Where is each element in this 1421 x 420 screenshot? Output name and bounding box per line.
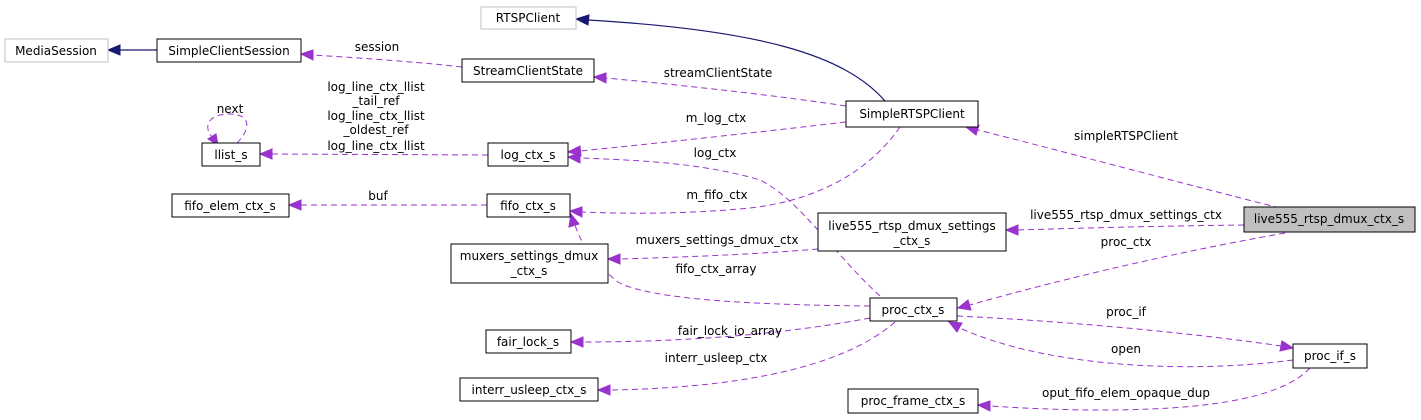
edge-proc-if xyxy=(956,315,1295,352)
edge-live555-settings xyxy=(1004,224,1245,236)
edge-proc-ctx xyxy=(956,232,1286,311)
node-simplertspclient[interactable]: SimpleRTSPClient xyxy=(845,100,979,128)
label-interr-usleep: interr_usleep_ctx xyxy=(665,351,768,365)
edge-muxers-settings xyxy=(606,248,819,265)
edge-streamclientstate xyxy=(592,72,847,107)
node-proc-ctx-s[interactable]: proc_ctx_s xyxy=(869,297,958,322)
label-muxers-settings: muxers_settings_dmux_ctx xyxy=(636,233,799,247)
edge-buf xyxy=(287,199,487,211)
node-live555-settings-line2: _ctx_s xyxy=(893,234,931,248)
node-rtspclient[interactable]: RTSPClient xyxy=(480,6,577,30)
node-llist-s[interactable]: llist_s xyxy=(201,142,261,167)
node-llist-s-label: llist_s xyxy=(214,148,247,162)
node-muxers-settings-line2: _ctx_s xyxy=(510,264,548,278)
edge-interr-usleep xyxy=(596,321,896,396)
node-simplertspclient-label: SimpleRTSPClient xyxy=(859,107,965,121)
label-fair-lock: fair_lock_io_array xyxy=(678,324,782,338)
node-muxers-settings-line1: muxers_settings_dmux xyxy=(460,249,598,263)
node-simpleclientsession[interactable]: SimpleClientSession xyxy=(156,38,302,63)
node-fair-lock-s-label: fair_lock_s xyxy=(497,335,559,349)
label-simplertspclient: simpleRTSPClient xyxy=(1074,129,1178,143)
node-proc-frame-ctx-s-label: proc_frame_ctx_s xyxy=(861,394,965,408)
label-llist-4: _oldest_ref xyxy=(343,123,410,137)
label-next: next xyxy=(217,102,244,116)
edge-next xyxy=(207,113,248,146)
label-proc-ctx: proc_ctx xyxy=(1101,235,1152,249)
edge-fair-lock xyxy=(569,317,871,348)
edge-log-ctx xyxy=(566,152,881,297)
edge-oput-fifo xyxy=(976,367,1311,412)
edge-llist-refs xyxy=(258,148,489,160)
edge-inherit-mediasession xyxy=(106,44,157,56)
node-mediasession-label: MediaSession xyxy=(15,44,97,58)
node-live555-settings-line1: live555_rtsp_dmux_settings xyxy=(828,219,995,233)
label-llist-2: _tail_ref xyxy=(351,94,400,108)
label-llist-3: log_line_ctx_llist xyxy=(327,109,425,123)
label-open: open xyxy=(1111,342,1141,356)
label-log-ctx: log_ctx xyxy=(694,146,737,160)
label-oput-fifo: oput_fifo_elem_opaque_dup xyxy=(1042,386,1210,400)
label-proc-if: proc_if xyxy=(1106,305,1147,319)
node-proc-if-s-label: proc_if_s xyxy=(1304,349,1356,363)
edge-open xyxy=(947,321,1294,368)
node-proc-ctx-s-label: proc_ctx_s xyxy=(882,303,945,317)
edge-session xyxy=(299,49,463,68)
label-m-log-ctx: m_log_ctx xyxy=(686,111,746,125)
node-streamclientstate-label: StreamClientState xyxy=(473,64,583,78)
label-m-fifo-ctx: m_fifo_ctx xyxy=(686,188,747,202)
node-fifo-elem-ctx-s-label: fifo_elem_ctx_s xyxy=(184,199,276,213)
label-live555-settings: live555_rtsp_dmux_settings_ctx xyxy=(1030,208,1222,222)
node-streamclientstate[interactable]: StreamClientState xyxy=(461,58,595,83)
node-live555-dmux-ctx-label: live555_rtsp_dmux_ctx_s xyxy=(1254,212,1404,226)
node-rtspclient-label: RTSPClient xyxy=(496,11,561,25)
node-log-ctx-s[interactable]: log_ctx_s xyxy=(487,142,569,167)
node-proc-if-s[interactable]: proc_if_s xyxy=(1292,343,1368,369)
label-llist-1: log_line_ctx_llist xyxy=(327,80,425,94)
label-llist-5: log_line_ctx_llist xyxy=(327,139,425,153)
label-fifo-ctx-array: fifo_ctx_array xyxy=(676,262,757,276)
node-proc-frame-ctx-s[interactable]: proc_frame_ctx_s xyxy=(847,388,979,414)
node-live555-settings[interactable]: live555_rtsp_dmux_settings _ctx_s xyxy=(817,212,1007,252)
node-live555-dmux-ctx[interactable]: live555_rtsp_dmux_ctx_s xyxy=(1243,206,1416,233)
label-session: session xyxy=(355,40,399,54)
node-interr-usleep-ctx-s-label: interr_usleep_ctx_s xyxy=(472,383,587,397)
node-fifo-elem-ctx-s[interactable]: fifo_elem_ctx_s xyxy=(171,193,290,218)
node-fifo-ctx-s[interactable]: fifo_ctx_s xyxy=(486,193,571,218)
label-buf: buf xyxy=(368,189,388,203)
label-streamclientstate: streamClientState xyxy=(664,66,773,80)
node-fair-lock-s[interactable]: fair_lock_s xyxy=(485,329,572,354)
node-muxers-settings[interactable]: muxers_settings_dmux _ctx_s xyxy=(450,243,609,284)
edge-m-fifo-ctx xyxy=(568,126,901,218)
node-log-ctx-s-label: log_ctx_s xyxy=(501,148,556,162)
node-fifo-ctx-s-label: fifo_ctx_s xyxy=(500,199,556,213)
node-simpleclientsession-label: SimpleClientSession xyxy=(168,44,290,58)
node-mediasession[interactable]: MediaSession xyxy=(4,38,109,63)
node-interr-usleep-ctx-s[interactable]: interr_usleep_ctx_s xyxy=(459,377,599,402)
edge-inherit-rtspclient xyxy=(574,14,886,102)
